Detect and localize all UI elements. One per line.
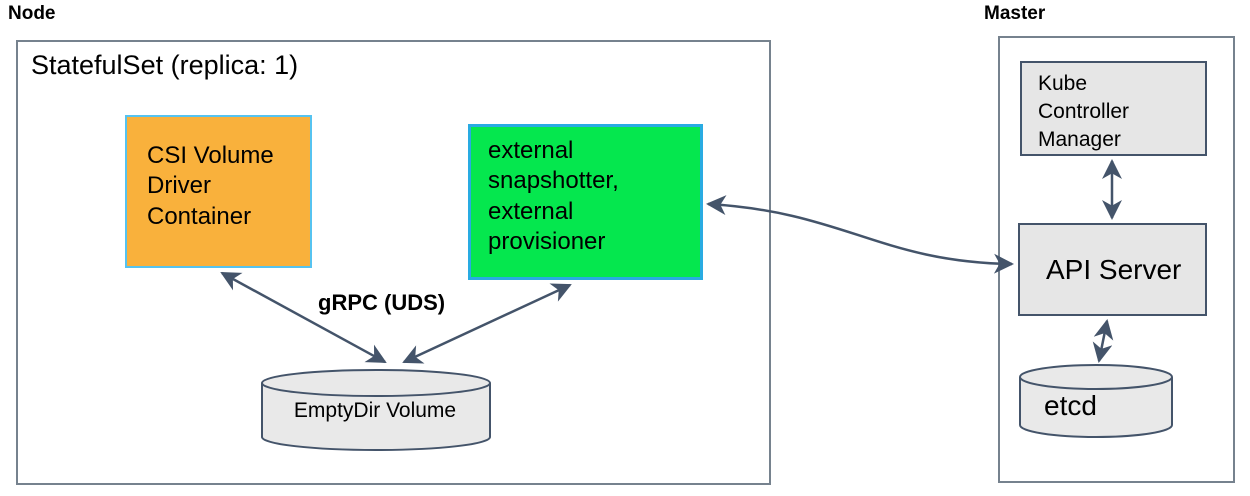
statefulset-container: StatefulSet (replica: 1) (16, 40, 771, 485)
csi-volume-driver-box: CSI Volume Driver Container (125, 115, 312, 268)
external-snapshotter-provisioner-box: external snapshotter, external provision… (468, 124, 703, 280)
api-server-label: API Server (1046, 253, 1182, 285)
emptydir-volume-label: EmptyDir Volume (293, 399, 457, 422)
node-region-label: Node (8, 3, 56, 24)
kube-controller-manager-box: Kube Controller Manager (1020, 61, 1207, 156)
api-server-box: API Server (1018, 223, 1207, 316)
grpc-uds-label: gRPC (UDS) (318, 290, 446, 315)
etcd-label: etcd (1044, 390, 1097, 421)
master-region-label: Master (984, 3, 1046, 24)
statefulset-title: StatefulSet (replica: 1) (31, 50, 299, 80)
